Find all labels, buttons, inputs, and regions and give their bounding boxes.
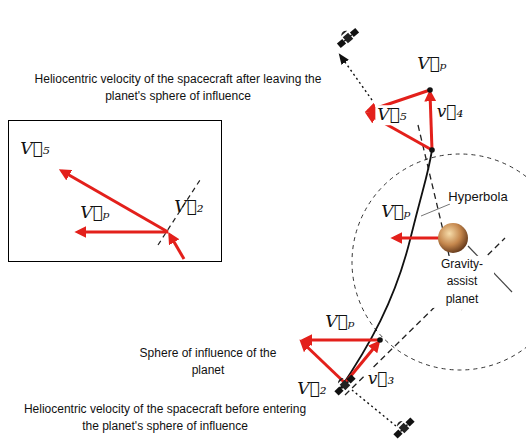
velocity-arrow [302,342,345,383]
velocity-arrow [78,231,168,234]
leader-line [421,204,450,216]
vector-label: V⃗ₚ [379,202,412,222]
velocity-arrow [304,339,380,342]
region-label: Sphere of influence of the planet [131,345,285,380]
spacecraft-icon [390,414,415,439]
dotted-path [352,390,396,426]
velocity-arrow [62,171,168,232]
dotted-path [340,55,372,100]
vector-label: V⃗ₚ [415,54,448,74]
planet-label: Gravity-assist planet [430,256,494,308]
sphere-of-influence [352,154,526,370]
hyperbola-curve [338,150,432,392]
curve-label: Hyperbola [446,189,509,204]
point [377,337,383,343]
vector-label: V⃗₂ [295,379,328,399]
velocity-arrow [430,93,432,150]
vector-label: v⃗₄ [435,102,466,122]
spacecraft-icon [334,24,360,49]
vector-label: V⃗₅ [375,105,408,125]
point [427,87,433,93]
vector-label: v⃗₃ [366,369,397,389]
caption-text: Heliocentric velocity of the spacecraft … [13,401,317,436]
spacecraft-icon [331,371,356,396]
vector-label: V⃗₅ [18,139,51,159]
point [429,147,435,153]
vector-label: V⃗₂ [172,197,205,217]
vector-label: V⃗ₚ [323,312,356,332]
velocity-arrow [170,235,184,259]
planet [438,223,468,253]
vector-label: V⃗ₚ [78,203,111,223]
inset-box: V⃗₅ V⃗ₚ V⃗₂ [8,120,222,262]
caption-text: Heliocentric velocity of the spacecraft … [31,71,325,106]
asymptote-line [345,238,505,395]
